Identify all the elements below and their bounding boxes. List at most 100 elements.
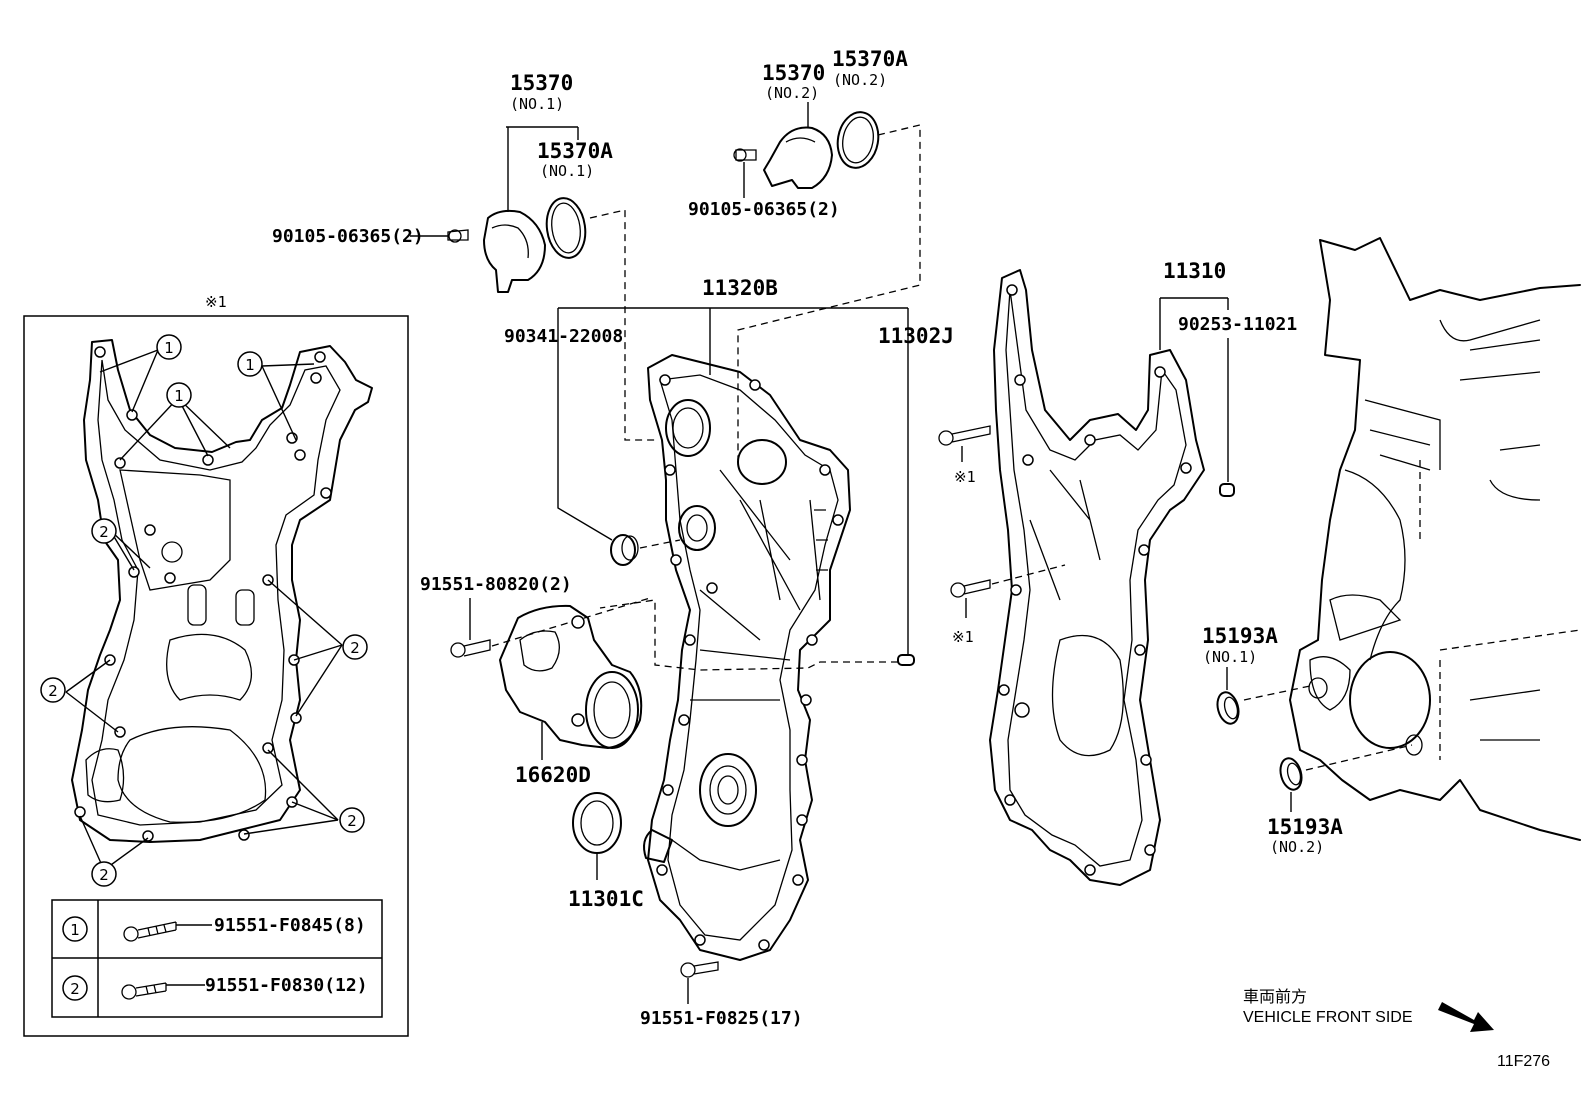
direction-label-en: VEHICLE FRONT SIDE bbox=[1243, 1009, 1413, 1026]
label-90105-right: 90105-06365(2) bbox=[688, 199, 840, 220]
svg-text:1: 1 bbox=[174, 387, 184, 405]
plug-90341 bbox=[610, 534, 639, 566]
label-15370a-no2: 15370A bbox=[832, 47, 908, 71]
label-15370-no2: 15370 bbox=[762, 61, 825, 85]
timing-cover-gasket bbox=[989, 269, 1205, 886]
direction-label-jp: 車両前方 bbox=[1243, 988, 1307, 1006]
ocv-no2-group: 15370 (NO.2) 15370A (NO.2) 90105-06365(2… bbox=[688, 47, 921, 460]
label-11310: 11310 bbox=[1163, 259, 1226, 283]
label-11301c: 11301C bbox=[568, 887, 644, 911]
label-91551-80820: 91551-80820(2) bbox=[420, 574, 572, 595]
note-mark-lower: ※1 bbox=[952, 628, 974, 646]
label-11320b: 11320B bbox=[702, 276, 778, 300]
inset-frame bbox=[23, 315, 409, 1037]
callout-2: 2 bbox=[342, 634, 368, 660]
gasket-group: 11310 90253-11021 ※1 bbox=[938, 259, 1297, 886]
label-90105-left: 90105-06365(2) bbox=[272, 226, 424, 247]
inset-title: ※1 bbox=[205, 293, 227, 311]
inset-callouts: 1 1 1 2 2 2 2 2 bbox=[40, 334, 368, 887]
callout-2: 2 bbox=[91, 861, 117, 887]
inset-gasket-outline bbox=[71, 339, 373, 843]
bolt-icon bbox=[123, 921, 177, 942]
ocv-no1-group: 15370 (NO.1) 15370A (NO.1) 90105-06365(2… bbox=[272, 71, 655, 441]
label-16620d: 16620D bbox=[515, 763, 591, 787]
cover-side-port bbox=[643, 829, 673, 863]
legend-row-2: 2 91551-F0830(12) bbox=[62, 975, 368, 1001]
legend-part-1: 91551-F0845(8) bbox=[214, 915, 366, 936]
label-15193a-no1-sub: (NO.1) bbox=[1203, 648, 1257, 666]
label-15370a-no1-sub: (NO.1) bbox=[540, 162, 594, 180]
svg-text:2: 2 bbox=[347, 812, 357, 830]
svg-text:1: 1 bbox=[70, 921, 80, 939]
bolt-note-upper bbox=[938, 425, 991, 446]
inset-upper-window bbox=[119, 469, 231, 591]
bolt-91551-f0825 bbox=[680, 961, 719, 978]
figure-code: 11F276 bbox=[1497, 1053, 1550, 1070]
cam-seal-no2 bbox=[1279, 757, 1303, 791]
svg-text:1: 1 bbox=[245, 356, 255, 374]
callout-1: 1 bbox=[237, 351, 263, 377]
inset-bolt-holes bbox=[74, 346, 332, 842]
v-ribbed-belt-tensioner bbox=[499, 604, 643, 749]
ocv-no1 bbox=[483, 209, 546, 293]
inset-panel: ※1 bbox=[23, 293, 409, 1037]
engine-boss bbox=[1329, 594, 1402, 641]
dowel-pin-11302j bbox=[897, 654, 915, 666]
label-15370-no2-sub: (NO.2) bbox=[765, 84, 819, 102]
label-15193a-no2: 15193A bbox=[1267, 815, 1343, 839]
inset-callout-leaders bbox=[65, 349, 343, 871]
engine-crank-bore bbox=[1349, 651, 1431, 749]
tensioner-group: 91551-80820(2) 16620D bbox=[420, 574, 651, 787]
inset-slot-left bbox=[187, 584, 207, 626]
inset-round-hole bbox=[161, 541, 183, 563]
arrow-down-right-icon bbox=[1438, 1002, 1494, 1032]
svg-text:2: 2 bbox=[99, 866, 109, 884]
inset-bottom-opening bbox=[117, 726, 267, 823]
cam-seal-no1 bbox=[1216, 691, 1240, 725]
label-90341: 90341-22008 bbox=[504, 326, 623, 347]
callout-1: 1 bbox=[166, 382, 192, 408]
inset-lower-opening bbox=[166, 633, 252, 701]
svg-text:1: 1 bbox=[164, 339, 174, 357]
svg-text:2: 2 bbox=[99, 523, 109, 541]
oil-seal-group: 11301C bbox=[568, 792, 644, 911]
label-91551-f0825: 91551-F0825(17) bbox=[640, 1008, 803, 1029]
label-15370a-no2-sub: (NO.2) bbox=[833, 71, 887, 89]
callout-2: 2 bbox=[339, 807, 365, 833]
label-15370a-no1: 15370A bbox=[537, 139, 613, 163]
cam-seal-group: 15193A (NO.1) 15193A (NO.2) bbox=[1202, 624, 1413, 856]
inset-left-cutout bbox=[85, 748, 125, 803]
svg-text:2: 2 bbox=[70, 980, 80, 998]
note-mark-upper: ※1 bbox=[954, 468, 976, 486]
label-11302j: 11302J bbox=[878, 324, 954, 348]
cam-opening-1 bbox=[665, 399, 711, 457]
cover-bolt-holes bbox=[656, 374, 844, 951]
engine-block-outline bbox=[1289, 237, 1581, 841]
gasket-bolt-holes bbox=[998, 284, 1192, 876]
callout-2: 2 bbox=[91, 518, 117, 544]
oring-no2 bbox=[836, 111, 880, 169]
label-15370-no1: 15370 bbox=[510, 71, 573, 95]
inset-legend-table: 1 91551-F0845(8) 2 91551-F0830(12 bbox=[51, 899, 383, 1018]
label-15370-no1-sub: (NO.1) bbox=[510, 95, 564, 113]
inset-slot-right bbox=[235, 589, 255, 626]
bolt-icon bbox=[121, 982, 167, 1000]
label-90253: 90253-11021 bbox=[1178, 314, 1297, 335]
ocv-no2 bbox=[763, 126, 833, 189]
crank-seal-bore bbox=[699, 753, 757, 827]
cover-boss bbox=[678, 505, 716, 551]
label-15193a-no1: 15193A bbox=[1202, 624, 1278, 648]
oring-no1 bbox=[545, 197, 587, 259]
bolt-91551-80820 bbox=[450, 639, 491, 658]
svg-text:2: 2 bbox=[350, 639, 360, 657]
bolt-90105-left bbox=[447, 229, 469, 243]
bolt-90105-right bbox=[733, 148, 757, 162]
cam-opening-2 bbox=[737, 439, 787, 485]
engine-block bbox=[1289, 237, 1581, 841]
legend-part-2: 91551-F0830(12) bbox=[205, 975, 368, 996]
bolt-note-lower bbox=[950, 579, 991, 598]
oil-seal-11301c bbox=[572, 792, 622, 854]
callout-1: 1 bbox=[156, 334, 182, 360]
callout-2: 2 bbox=[40, 677, 66, 703]
